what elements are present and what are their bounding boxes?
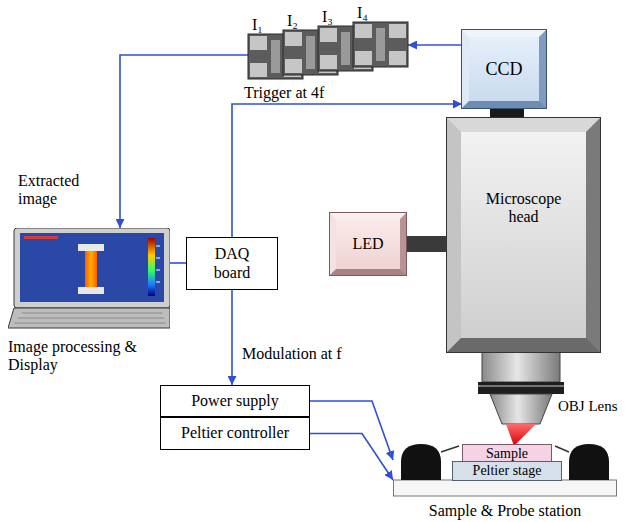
node-text: Image processing & Display xyxy=(8,338,148,375)
node-text: DAQ board xyxy=(207,245,257,282)
led-coupler xyxy=(405,236,448,252)
node-text: I₁ xyxy=(252,16,263,34)
node-text: Power supply xyxy=(191,392,279,410)
daq-box: DAQ board xyxy=(186,237,278,290)
signal-label: Extracted image xyxy=(16,172,92,209)
objective-nose xyxy=(490,394,552,424)
signal-arrow xyxy=(120,55,248,228)
part-label: OBJ Lens xyxy=(558,398,618,415)
computer: Image processing & Display xyxy=(8,228,170,332)
probe-station: Sample & Probe stationSamplePeltier stag… xyxy=(393,440,617,498)
signal-label: Modulation at f xyxy=(240,345,344,363)
power-supply-box: Power supply xyxy=(160,385,310,417)
signal-label: Trigger at 4f xyxy=(242,84,326,102)
microscope-head: Microscope head xyxy=(447,118,600,352)
objective-ring xyxy=(478,382,564,394)
node-text: Sample & Probe station xyxy=(393,502,617,520)
peltier-stage: Peltier stage xyxy=(452,461,562,481)
signal-arrow xyxy=(231,290,233,385)
signal-arrow xyxy=(310,401,393,460)
laptop-icon xyxy=(8,228,170,332)
light-beam xyxy=(506,424,536,446)
camera-box: CCD xyxy=(462,30,546,108)
image-frames xyxy=(248,22,408,79)
signal-arrow xyxy=(170,262,186,264)
led-box: LED xyxy=(330,213,406,275)
image-frame xyxy=(353,22,408,67)
signal-arrow xyxy=(310,434,393,481)
node-text: Peltier controller xyxy=(181,424,289,442)
node-text: CCD xyxy=(485,59,522,80)
image-stack: I₁I₂I₃I₄ xyxy=(248,22,408,79)
node-text: I₃ xyxy=(322,8,333,26)
node-text: Sample xyxy=(486,446,528,462)
controller-box: Peltier controller xyxy=(160,417,310,450)
node-text: I₄ xyxy=(357,4,368,22)
node-text: I₂ xyxy=(287,12,298,30)
node-text: Microscope head xyxy=(478,190,570,227)
node-text: LED xyxy=(352,235,383,253)
objective-tube xyxy=(482,352,560,382)
signal-arrow xyxy=(408,44,462,46)
node-text: Peltier stage xyxy=(473,463,542,479)
objective-ring-line xyxy=(478,386,564,387)
